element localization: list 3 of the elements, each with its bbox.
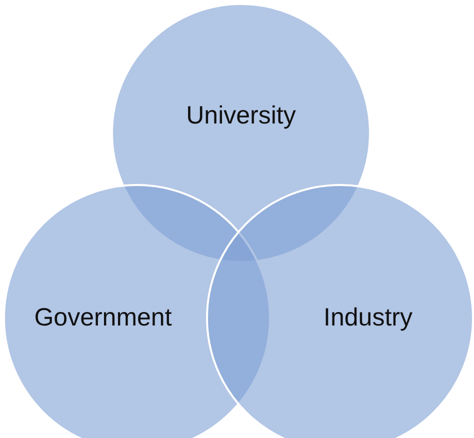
circle-label: University xyxy=(186,102,296,130)
circle-label: Government xyxy=(34,304,172,332)
circle-label: Industry xyxy=(324,304,412,332)
